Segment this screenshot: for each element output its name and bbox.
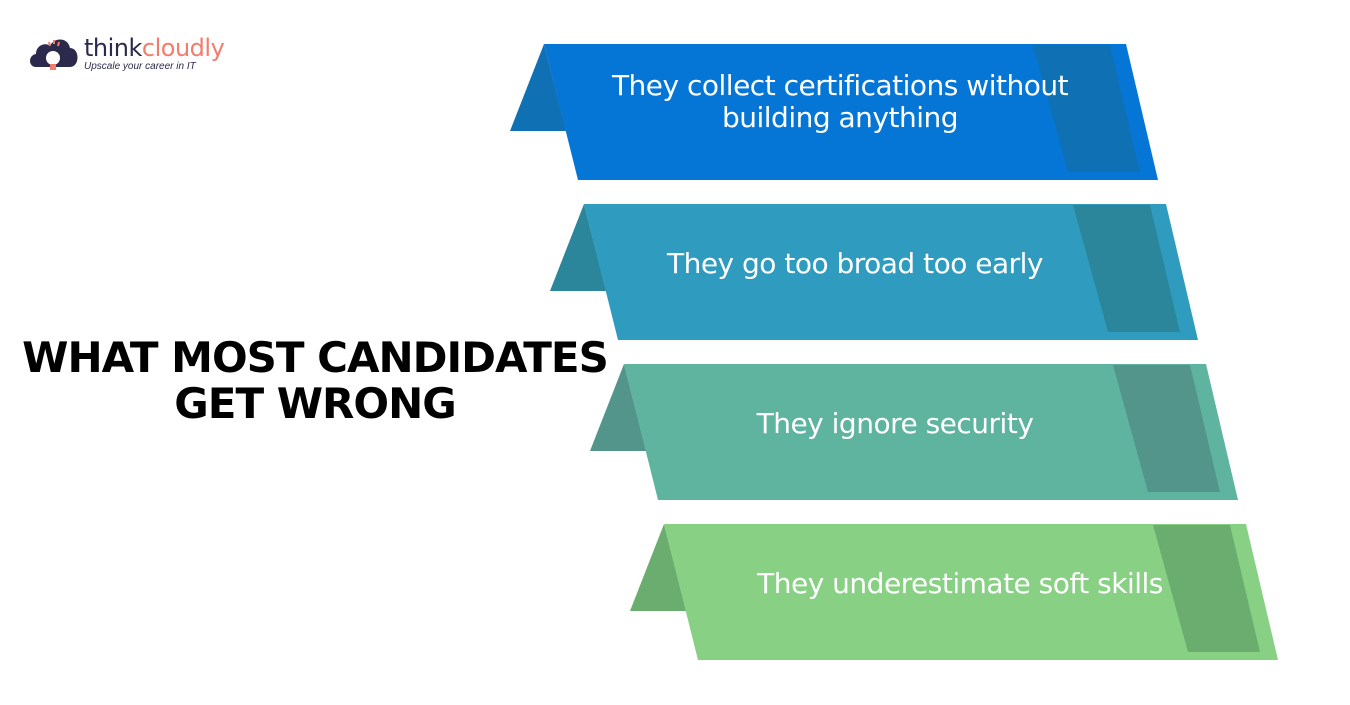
- item-label-4: They underestimate soft skills: [757, 567, 1163, 600]
- cloud-bulb-icon: [30, 39, 78, 70]
- title-line-2: GET WRONG: [174, 379, 456, 428]
- page-title: WHAT MOST CANDIDATES GET WRONG: [20, 335, 610, 427]
- band-fold: [590, 364, 646, 451]
- band-body: [624, 364, 1238, 500]
- thinkcloudly-logo: thinkcloudly Upscale your career in IT: [28, 33, 225, 75]
- band-1: [510, 44, 1158, 180]
- brand-think: think: [84, 34, 142, 62]
- band-stripe: [1113, 365, 1220, 492]
- band-stripe: [1073, 205, 1180, 332]
- band-3: [590, 364, 1238, 500]
- title-line-1: WHAT MOST CANDIDATES: [22, 333, 609, 382]
- band-body: [584, 204, 1198, 340]
- band-body: [544, 44, 1158, 180]
- item-label-1: They collect certifications without buil…: [611, 69, 1069, 134]
- brand-cloudly: cloudly: [141, 34, 225, 62]
- item-label-2: They go too broad too early: [666, 247, 1044, 280]
- item-label-3: They ignore security: [756, 407, 1034, 440]
- band-stripe: [1033, 45, 1140, 172]
- band-fold: [550, 204, 606, 291]
- band-2: [550, 204, 1198, 340]
- band-fold: [510, 44, 566, 131]
- band-body: [664, 524, 1278, 660]
- band-4: [630, 524, 1278, 660]
- band-stripe: [1153, 525, 1260, 652]
- band-fold: [630, 524, 686, 611]
- logo-tagline: Upscale your career in IT: [84, 61, 196, 72]
